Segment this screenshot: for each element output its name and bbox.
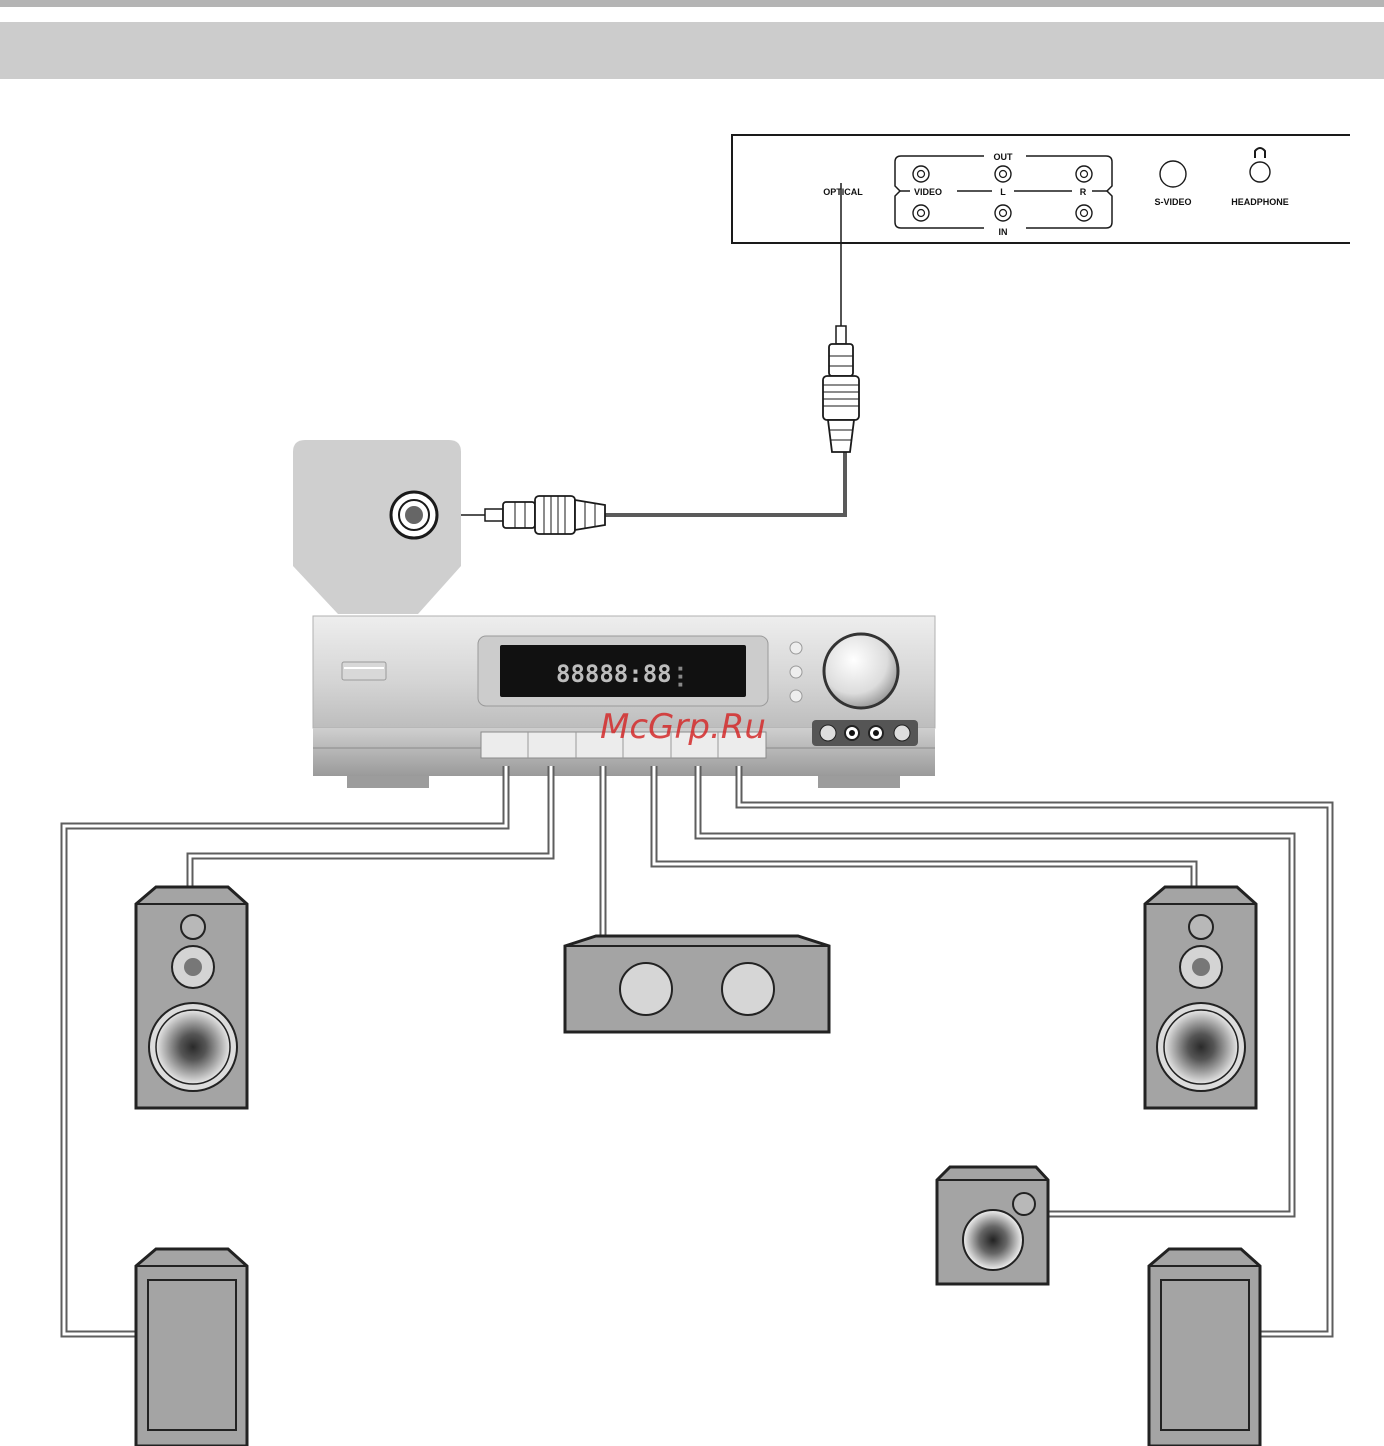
receiver-button[interactable]	[790, 690, 802, 702]
subwoofer	[937, 1167, 1048, 1284]
speaker-wires	[64, 766, 1330, 1334]
audio-right-in-jack[interactable]	[1076, 205, 1092, 221]
subwoofer-icon	[963, 1210, 1023, 1270]
speaker-icon	[620, 963, 672, 1015]
audio-left-in-jack[interactable]	[995, 205, 1011, 221]
svg-text:■: ■	[678, 682, 683, 688]
speaker-icon	[1164, 1010, 1238, 1084]
av-receiver: 88888:88 ■ ■ ■	[313, 616, 935, 788]
audio-right-out-jack[interactable]	[1076, 166, 1092, 182]
surround-right-speaker	[1149, 1249, 1260, 1446]
center-speaker	[565, 936, 829, 1032]
headphone-label: HEADPHONE	[1231, 197, 1289, 207]
s-video-jack[interactable]	[1160, 161, 1186, 187]
optical-jack-icon[interactable]	[391, 492, 437, 538]
speaker-icon	[156, 1010, 230, 1084]
audio-right-label: R	[1080, 187, 1087, 197]
surround-left-speaker	[136, 1249, 247, 1446]
video-in-jack[interactable]	[913, 205, 929, 221]
display-readout: 88888:88	[556, 660, 672, 688]
optical-plug-icon	[823, 326, 859, 452]
audio-left-out-jack[interactable]	[995, 166, 1011, 182]
video-label: VIDEO	[914, 187, 942, 197]
headphone-icon	[1255, 148, 1265, 158]
svg-text:■: ■	[678, 666, 683, 672]
svg-text:■: ■	[678, 674, 683, 680]
out-label: OUT	[994, 152, 1014, 162]
receiver-button[interactable]	[790, 642, 802, 654]
in-label: IN	[999, 227, 1008, 237]
receiver-button[interactable]	[790, 666, 802, 678]
headphone-jack[interactable]	[1250, 162, 1270, 182]
s-video-label: S-VIDEO	[1154, 197, 1191, 207]
receiver-optical-callout	[293, 440, 461, 614]
front-right-speaker	[1145, 887, 1256, 1108]
volume-knob[interactable]	[824, 634, 898, 708]
speaker-icon	[722, 963, 774, 1015]
watermark: McGrp.Ru	[600, 707, 766, 747]
optical-label: OPTICAL	[823, 187, 863, 197]
video-out-jack[interactable]	[913, 166, 929, 182]
audio-left-label: L	[1000, 187, 1006, 197]
optical-cable	[435, 183, 859, 534]
dvd-rear-panel: OPTICAL OUT IN VIDEO L R S-VIDEO HEADPHO…	[732, 135, 1350, 243]
front-left-speaker	[136, 887, 247, 1108]
